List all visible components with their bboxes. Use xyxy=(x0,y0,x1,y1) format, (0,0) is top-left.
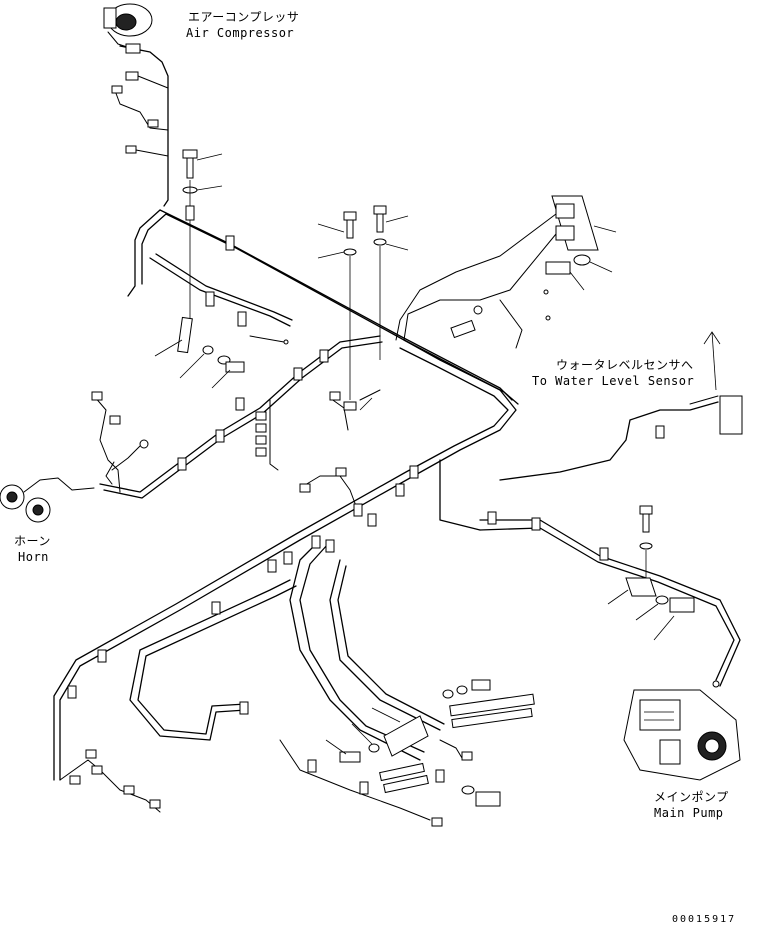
air-compressor-label-jp: エアーコンプレッサ xyxy=(188,10,300,24)
relay-row xyxy=(442,679,535,807)
bracket-bolt-group-1 xyxy=(154,316,245,389)
pump-bracket-group xyxy=(607,505,695,641)
relay-bracket xyxy=(395,195,617,349)
horn-label-jp: ホーン xyxy=(14,534,51,548)
main-pump-label-jp: メインポンプ xyxy=(654,790,729,804)
air-compressor-label-en: Air Compressor xyxy=(186,26,295,40)
drawing-number: 00015917 xyxy=(672,914,737,925)
compressor-connector xyxy=(125,43,169,89)
horn-label-en: Horn xyxy=(18,550,49,564)
water-sensor-label-jp: ウォータレベルセンサへ xyxy=(556,358,694,372)
main-pump-label-en: Main Pump xyxy=(654,806,724,820)
main-pump-part xyxy=(623,689,741,781)
bolt-1 xyxy=(182,149,223,330)
connector-stack xyxy=(255,399,279,471)
lower-left-connectors xyxy=(59,749,161,813)
water-sensor-connector xyxy=(703,331,743,435)
water-sensor-label-en: To Water Level Sensor xyxy=(532,374,695,388)
horn-part xyxy=(0,477,95,523)
lower-bracket-group xyxy=(325,707,429,794)
bolt-group-center xyxy=(317,205,409,400)
air-compressor-part xyxy=(103,3,153,49)
